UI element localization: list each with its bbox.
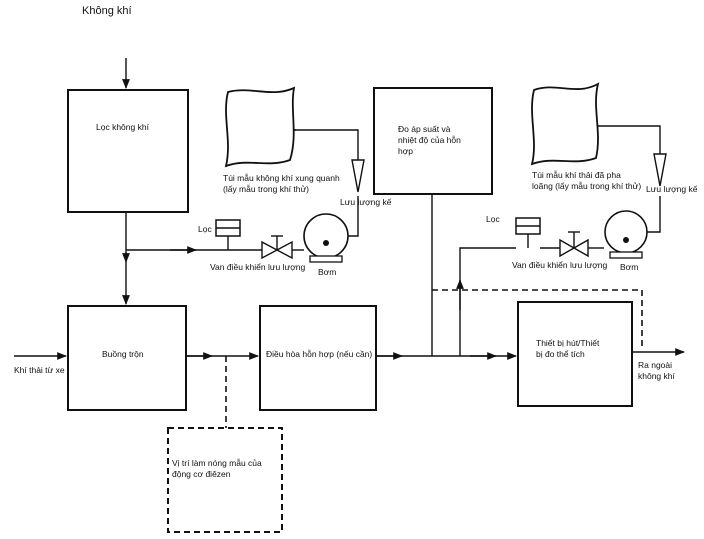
flowmeter-right-label: Lưu lượng kế xyxy=(646,184,698,194)
suction-device-label-2: bị đo thể tích xyxy=(536,349,585,359)
pump-right-label: Bơm xyxy=(620,262,638,272)
pump-left xyxy=(303,213,349,259)
flow-valve-left xyxy=(261,240,293,260)
exit-label-2: không khí xyxy=(638,371,675,381)
filter-left-label: Lọc xyxy=(198,224,212,234)
pump-left-label: Bơm xyxy=(318,267,336,277)
ambient-bag-line xyxy=(270,129,359,160)
diesel-heat-label-2: động cơ điêzen xyxy=(172,469,231,479)
conditioning-box xyxy=(259,305,377,411)
pressure-temp-box xyxy=(373,87,493,195)
conditioning-label: Điều hòa hỗn hợp (nếu cần) xyxy=(266,349,372,359)
exhaust-inlet-label: Khí thải từ xe xyxy=(14,365,65,375)
filter-right-label: Lọc xyxy=(486,214,500,224)
suction-device-box xyxy=(517,301,633,407)
flow-valve-right xyxy=(559,238,589,258)
mixing-chamber-label: Buồng trộn xyxy=(102,349,144,359)
pump-left-hub xyxy=(323,240,329,246)
pressure-temp-label-3: hợp xyxy=(398,146,413,156)
flowmeter-left-label: Lưu lượng kế xyxy=(340,197,392,207)
air-filter-label: Lọc không khí xyxy=(96,122,150,132)
flowmeter-right xyxy=(653,153,667,187)
air-filter-box xyxy=(67,89,189,213)
ambient-bag-label-2: (lấy mẫu trong khí thử) xyxy=(223,184,309,194)
pump-right-base xyxy=(609,251,643,259)
pump-left-base xyxy=(309,255,343,263)
pressure-temp-label-2: nhiệt độ của hỗn xyxy=(398,135,461,145)
suction-device-label-1: Thiết bị hút/Thiết xyxy=(536,338,600,348)
diesel-heating-box xyxy=(167,427,283,533)
air-label: Không khí xyxy=(82,5,132,17)
ambient-bag-label-1: Túi mẫu không khí xung quanh xyxy=(223,173,340,183)
pump-right xyxy=(604,210,648,254)
pump-right-outlet-line xyxy=(647,196,661,233)
diesel-heat-label-1: Vị trí làm nóng mẫu của xyxy=(172,458,262,468)
bypass-dashed-line xyxy=(432,289,643,348)
valve-right-label: Van điều khiển lưu lượng xyxy=(512,260,608,270)
diluted-bag-line xyxy=(570,125,661,154)
diluted-sample-line xyxy=(459,247,516,356)
pump-left-outlet-line xyxy=(348,196,359,237)
valve-left-label: Van điều khiển lưu lượng xyxy=(210,262,306,272)
pressure-temp-label-1: Đo áp suất và xyxy=(398,124,451,134)
pump-right-hub xyxy=(623,237,629,243)
diluted-bag-label-2: loãng (lấy mẫu trong khí thử) xyxy=(532,181,641,191)
diluted-sample-bag xyxy=(530,82,600,166)
ambient-sample-bag xyxy=(224,86,296,168)
diluted-bag-label-1: Túi mẫu khí thải đã pha xyxy=(532,170,621,180)
exit-label-1: Ra ngoài xyxy=(638,360,672,370)
mixing-chamber-box xyxy=(67,305,187,411)
flowmeter-left xyxy=(351,159,365,193)
